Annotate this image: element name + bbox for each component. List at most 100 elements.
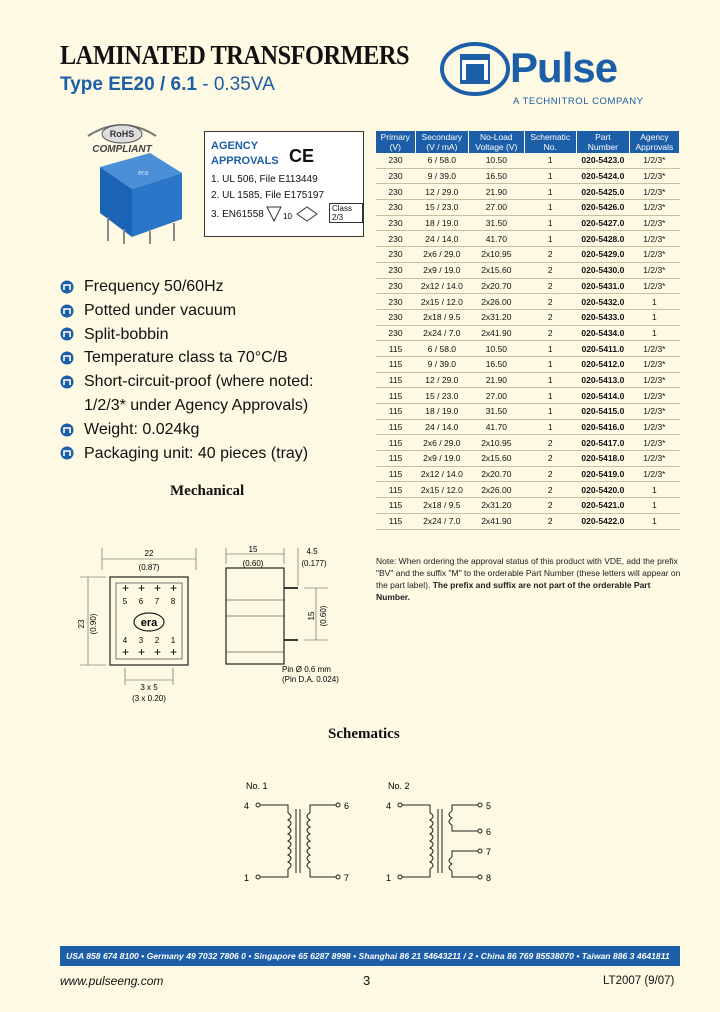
cell-schematic-no: 1 xyxy=(524,356,577,373)
cell-primary: 230 xyxy=(376,230,416,248)
cell-no-load-voltage: 2x41.90 xyxy=(468,513,525,530)
cell-schematic-no: 2 xyxy=(524,309,577,326)
product-marking: era xyxy=(138,170,148,177)
cell-agency-approvals: 1 xyxy=(629,497,680,514)
front-view-outline xyxy=(109,576,189,666)
cell-secondary: 2x15 / 12.0 xyxy=(415,293,469,310)
schematic-2-label: No. 2 xyxy=(388,781,410,791)
schematic-no-1: No. 1 4 1 6 7 xyxy=(244,781,349,883)
pulse-bullet-icon xyxy=(60,351,74,365)
cell-secondary: 2x6 / 29.0 xyxy=(415,434,469,452)
cell-primary: 230 xyxy=(376,278,416,295)
dim-side-mm: 15 xyxy=(307,611,316,620)
cell-schematic-no: 1 xyxy=(524,340,577,357)
cell-schematic-no: 1 xyxy=(524,403,577,420)
cell-part-number: 020-5420.0 xyxy=(576,481,630,499)
cell-no-load-voltage: 2x15.60 xyxy=(468,450,525,467)
note-text: Note: When ordering the approval status … xyxy=(376,556,681,590)
dim-height-mm: 23 xyxy=(77,619,86,628)
cell-schematic-no: 2 xyxy=(524,325,577,342)
agency-approvals-box: AGENCY APPROVALS CE 1. UL 506, File E113… xyxy=(204,131,364,237)
pin-label-top: 7 xyxy=(155,597,160,606)
cell-part-number: 020-5418.0 xyxy=(576,450,630,467)
cell-schematic-no: 1 xyxy=(524,215,577,232)
cell-no-load-voltage: 16.50 xyxy=(468,168,525,185)
header-line: Primary xyxy=(380,132,410,142)
pulse-bullet-icon xyxy=(60,423,74,437)
cell-part-number: 020-5430.0 xyxy=(576,262,630,279)
cell-part-number: 020-5419.0 xyxy=(576,466,630,483)
cell-secondary: 2x15 / 12.0 xyxy=(415,481,469,499)
cell-schematic-no: 1 xyxy=(524,419,577,436)
page-title: LAMINATED TRANSFORMERS xyxy=(60,40,410,70)
cell-agency-approvals: 1/2/3* xyxy=(629,450,680,467)
cell-agency-approvals: 1 xyxy=(629,481,680,499)
cell-secondary: 2x18 / 9.5 xyxy=(415,309,469,326)
svg-text:+: + xyxy=(138,645,145,659)
cell-primary: 230 xyxy=(376,153,416,169)
dim-pitch-mm: 3 x 5 xyxy=(140,683,158,692)
cell-part-number: 020-5417.0 xyxy=(576,434,630,452)
agency-heading: AGENCY APPROVALS xyxy=(211,139,279,169)
cell-no-load-voltage: 2x20.70 xyxy=(468,278,525,295)
website-link[interactable]: www.pulseeng.com xyxy=(60,974,164,988)
ce-mark-icon: CE xyxy=(289,146,315,166)
cell-schematic-no: 2 xyxy=(524,513,577,530)
dim-depth-mm: 15 xyxy=(249,545,258,554)
dim-pitch-in: (3 x 0.20) xyxy=(132,694,166,703)
schematic-1-pin: 6 xyxy=(344,801,349,811)
cell-secondary: 9 / 39.0 xyxy=(415,168,469,185)
cell-secondary: 12 / 29.0 xyxy=(415,183,469,201)
cell-agency-approvals: 1/2/3* xyxy=(629,387,680,404)
schematic-2-pin: 8 xyxy=(486,873,491,883)
cell-primary: 230 xyxy=(376,309,416,326)
cell-primary: 230 xyxy=(376,262,416,279)
cell-schematic-no: 2 xyxy=(524,278,577,295)
cell-agency-approvals: 1/2/3* xyxy=(629,230,680,248)
feature-item: Frequency 50/60Hz xyxy=(60,275,313,299)
svg-text:+: + xyxy=(170,645,177,659)
product-photo-icon: era xyxy=(100,153,182,244)
cell-primary: 115 xyxy=(376,434,416,452)
feature-item: Potted under vacuum xyxy=(60,299,313,323)
header-line: Agency xyxy=(640,132,669,142)
cell-agency-approvals: 1/2/3* xyxy=(629,403,680,420)
cell-part-number: 020-5429.0 xyxy=(576,246,630,263)
cell-primary: 115 xyxy=(376,466,416,483)
cell-part-number: 020-5427.0 xyxy=(576,215,630,232)
cell-schematic-no: 1 xyxy=(524,387,577,404)
cell-no-load-voltage: 16.50 xyxy=(468,356,525,373)
cell-primary: 230 xyxy=(376,183,416,201)
header-line: No-Load xyxy=(480,132,513,142)
dim-pin-offset-mm: 4.5 xyxy=(306,547,318,556)
schematics-drawing: No. 1 4 1 6 7 No. 2 4 1 5 6 7 8 xyxy=(244,781,491,883)
dim-pin-offset-in: (0.177) xyxy=(301,559,327,568)
cell-no-load-voltage: 2x20.70 xyxy=(468,466,525,483)
cell-agency-approvals: 1 xyxy=(629,325,680,342)
header-line: Secondary xyxy=(421,132,463,142)
cell-primary: 115 xyxy=(376,356,416,373)
vde-order-note: Note: When ordering the approval status … xyxy=(376,555,682,603)
pulse-bullet-icon xyxy=(60,280,74,294)
cell-part-number: 020-5431.0 xyxy=(576,278,630,295)
cell-schematic-no: 2 xyxy=(524,293,577,310)
cell-secondary: 2x12 / 14.0 xyxy=(415,278,469,295)
cell-no-load-voltage: 31.50 xyxy=(468,215,525,232)
cell-part-number: 020-5413.0 xyxy=(576,372,630,389)
cell-no-load-voltage: 2x15.60 xyxy=(468,262,525,279)
cell-part-number: 020-5411.0 xyxy=(576,340,630,357)
cell-part-number: 020-5422.0 xyxy=(576,513,630,530)
cell-agency-approvals: 1/2/3* xyxy=(629,246,680,263)
cell-secondary: 24 / 14.0 xyxy=(415,419,469,436)
